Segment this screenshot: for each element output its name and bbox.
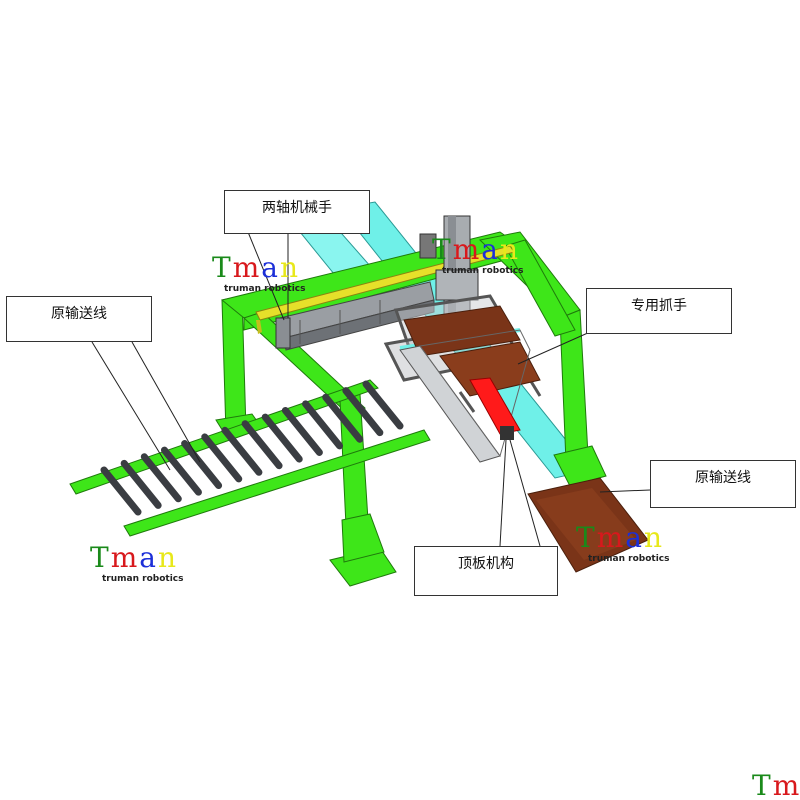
outfeed-board <box>527 477 649 573</box>
gantry-label: 两轴机械手 <box>262 200 332 216</box>
conveyor-roller <box>201 433 243 483</box>
gripper-label: 专用抓手 <box>631 298 687 314</box>
conveyor-roller <box>221 426 263 476</box>
conveyor-roller <box>322 393 364 443</box>
infeed-callout: 原输送线 <box>6 296 152 342</box>
infeed-conveyor <box>69 379 431 537</box>
conveyor-roller <box>100 466 142 516</box>
outfeed-callout: 原输送线 <box>650 460 796 508</box>
conveyor-roller <box>120 459 162 509</box>
tman-logo-watermark-partial: Tm <box>752 772 800 800</box>
conveyor-roller <box>281 406 323 456</box>
gripper-callout: 专用抓手 <box>586 288 732 334</box>
outfeed-label: 原输送线 <box>695 470 751 486</box>
conveyor-roller <box>342 387 384 437</box>
conveyor-roller <box>241 420 283 470</box>
callout-leaders <box>91 231 651 547</box>
tman-logo-watermark: Tman truman robotics <box>576 521 670 565</box>
conveyor-roller <box>302 400 344 450</box>
conveyor-roller <box>140 453 182 503</box>
conveyor-roller <box>181 440 223 490</box>
board-on-gripper-lower <box>439 341 541 397</box>
tman-logo-watermark: Tman truman robotics <box>90 541 184 585</box>
gantry-callout: 两轴机械手 <box>224 190 370 234</box>
lift-tray <box>399 329 531 463</box>
conveyor-roller <box>261 413 303 463</box>
tman-logo-watermark: Tman truman robotics <box>212 251 306 295</box>
conveyor-roller <box>362 380 404 430</box>
tman-logo-watermark: Tman truman robotics <box>432 233 524 277</box>
infeed-label: 原输送线 <box>51 306 107 322</box>
lift-label: 顶板机构 <box>458 556 514 572</box>
conveyor-roller <box>160 446 202 496</box>
lift-callout: 顶板机构 <box>414 546 558 596</box>
